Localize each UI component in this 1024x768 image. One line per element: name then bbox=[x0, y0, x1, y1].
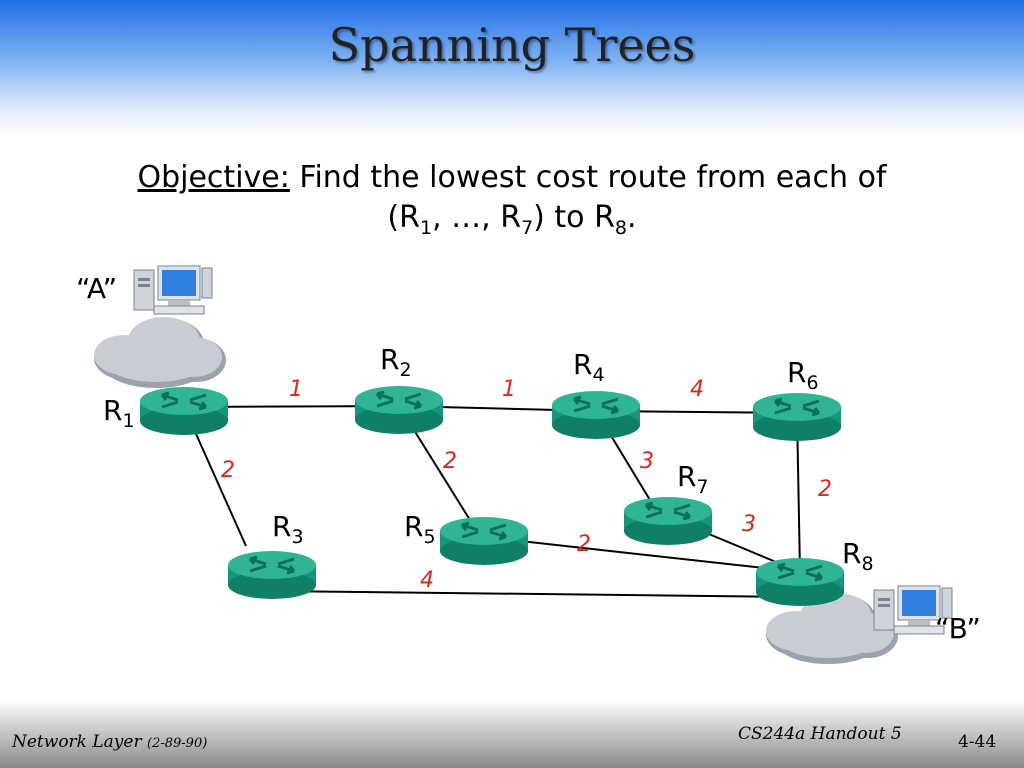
objective-label: Objective: bbox=[137, 160, 290, 195]
link-cost-r6-r8: 2 bbox=[818, 477, 832, 502]
router-icon-r7 bbox=[622, 495, 714, 547]
router-labels: R1 R2 R3 R4 R5 R6 R7 R8 bbox=[103, 343, 874, 575]
router-icon-r4 bbox=[550, 389, 642, 441]
router-label-r4: R4 bbox=[573, 348, 605, 386]
router-label-r5: R5 bbox=[404, 510, 436, 548]
objective-line-2: (R1, …, R7) to R8. bbox=[387, 200, 637, 239]
slide-footer-gradient bbox=[0, 700, 1024, 768]
link-cost-r1-r2: 1 bbox=[289, 377, 303, 402]
slide-header-gradient bbox=[0, 0, 1024, 135]
router-icon-r3 bbox=[226, 549, 318, 601]
router-icon-r8 bbox=[754, 556, 846, 608]
router-label-r2: R2 bbox=[380, 343, 412, 381]
footer-page-number: 4-44 bbox=[958, 732, 997, 752]
computer-icon-host-a bbox=[133, 265, 213, 315]
link-cost-r5-r8: 2 bbox=[577, 532, 591, 557]
router-icon-r2 bbox=[353, 384, 445, 436]
host-label-b: “B” bbox=[935, 612, 981, 645]
link-cost-r3-r8: 4 bbox=[420, 568, 434, 593]
objective-text: Objective: Find the lowest cost route fr… bbox=[60, 158, 964, 248]
objective-line-1: Find the lowest cost route from each of bbox=[289, 160, 887, 195]
cloud-icon-host-a bbox=[94, 317, 226, 388]
footer-handout: CS244a Handout 5 bbox=[738, 724, 902, 744]
slide-title: Spanning Trees bbox=[328, 18, 696, 72]
router-icon-r6 bbox=[751, 391, 843, 443]
link-cost-r4-r6: 4 bbox=[690, 377, 704, 402]
link-cost-r4-r7: 3 bbox=[640, 449, 654, 474]
router-icon-r5 bbox=[438, 515, 530, 567]
link-cost-labels: 1 1 4 2 2 3 2 3 2 4 bbox=[221, 377, 832, 593]
router-label-r6: R6 bbox=[787, 356, 819, 394]
router-label-r3: R3 bbox=[272, 510, 304, 548]
router-label-r8: R8 bbox=[842, 537, 874, 575]
link-r5-r8 bbox=[483, 536, 801, 573]
host-label-a: “A” bbox=[76, 272, 117, 305]
router-icon-r1 bbox=[138, 385, 230, 437]
link-r3-r8 bbox=[271, 590, 801, 598]
link-cost-r1-r3: 2 bbox=[221, 458, 235, 483]
link-cost-r2-r4: 1 bbox=[502, 377, 516, 402]
footer-course-label: Network Layer (2-89-90) bbox=[12, 732, 208, 752]
footer-course-pages: (2-89-90) bbox=[147, 736, 208, 751]
link-cost-r2-r5: 2 bbox=[443, 449, 457, 474]
router-label-r7: R7 bbox=[677, 460, 709, 498]
link-cost-r7-r8: 3 bbox=[742, 512, 756, 537]
router-label-r1: R1 bbox=[103, 394, 135, 432]
